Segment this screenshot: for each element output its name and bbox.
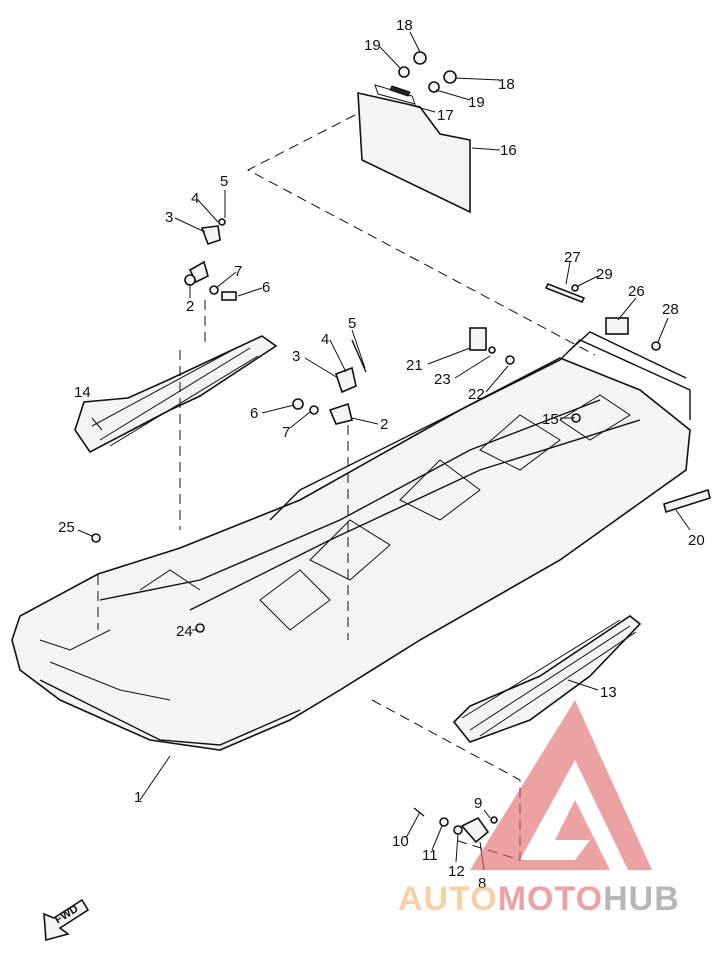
right-running-board	[452, 615, 642, 743]
label-23: 23	[434, 371, 451, 388]
label-7b: 7	[282, 424, 290, 441]
rear-flap-plate	[357, 84, 471, 214]
label-29: 29	[596, 266, 613, 283]
upper-bracket-set	[184, 218, 237, 301]
label-17: 17	[437, 107, 454, 124]
watermark-logo-triangle	[470, 700, 652, 870]
label-6a: 6	[262, 279, 270, 296]
misc-fasteners	[91, 282, 711, 633]
label-14: 14	[74, 384, 91, 401]
part-labels: 18 19 18 19 17 16 5 4 3 7 6 2 27 29 26 2…	[58, 17, 705, 892]
watermark-part1: AUTO	[398, 880, 498, 918]
label-21: 21	[406, 357, 423, 374]
label-24: 24	[176, 623, 193, 640]
chassis-frame	[11, 331, 691, 751]
label-7a: 7	[234, 263, 242, 280]
label-18a: 18	[396, 17, 413, 34]
label-20: 20	[688, 532, 705, 549]
label-2b: 2	[380, 416, 388, 433]
label-12: 12	[448, 863, 465, 880]
middle-bracket-set	[292, 339, 367, 425]
label-25: 25	[58, 519, 75, 536]
label-9: 9	[474, 795, 482, 812]
label-1: 1	[134, 789, 142, 806]
label-28: 28	[662, 301, 679, 318]
label-8: 8	[478, 875, 486, 892]
label-15: 15	[542, 411, 559, 428]
label-2a: 2	[186, 298, 194, 315]
label-5a: 5	[220, 173, 228, 190]
label-4a: 4	[191, 190, 199, 207]
label-3b: 3	[292, 348, 300, 365]
watermark-part3: HUB	[603, 880, 680, 918]
label-6b: 6	[250, 405, 258, 422]
label-4b: 4	[321, 331, 329, 348]
label-22: 22	[468, 386, 485, 403]
label-5b: 5	[348, 315, 356, 332]
left-running-board	[74, 335, 278, 454]
forward-direction-marker: FWD	[43, 898, 90, 942]
label-19a: 19	[364, 37, 381, 54]
label-10: 10	[392, 833, 409, 850]
label-13: 13	[600, 684, 617, 701]
label-16: 16	[500, 142, 517, 159]
label-27: 27	[564, 249, 581, 266]
label-26: 26	[628, 283, 645, 300]
watermark-part2: MOTO	[498, 880, 603, 918]
leader-lines	[77, 31, 691, 871]
fasteners-top	[398, 51, 457, 93]
watermark: AUTOMOTOHUB	[398, 700, 680, 918]
label-18b: 18	[498, 76, 515, 93]
label-11: 11	[422, 847, 438, 864]
watermark-text: AUTOMOTOHUB	[398, 880, 680, 918]
label-19b: 19	[468, 94, 485, 111]
label-3a: 3	[165, 209, 173, 226]
